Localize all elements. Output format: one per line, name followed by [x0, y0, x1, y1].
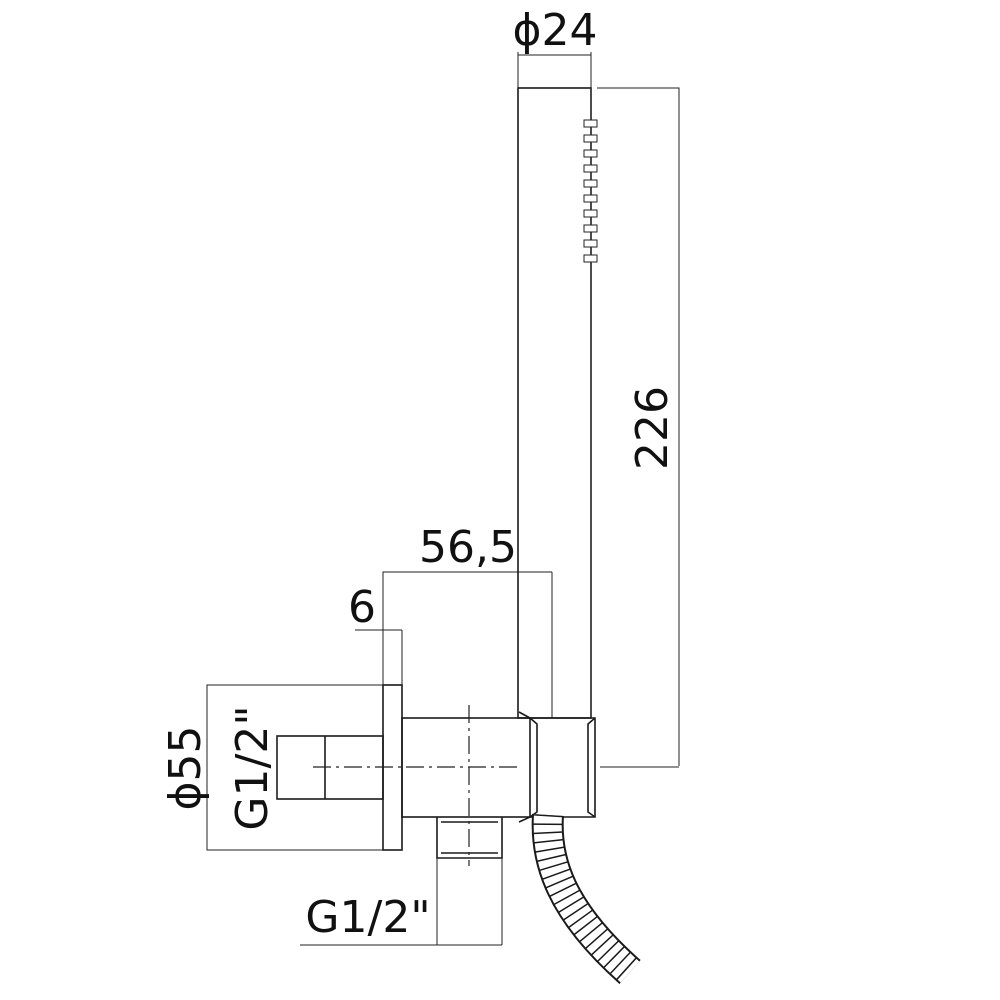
nozzle	[583, 224, 598, 233]
nozzle	[583, 119, 598, 128]
dim-handset-diameter: ϕ24	[512, 5, 597, 56]
dim-inlet-thread: G1/2"	[227, 705, 278, 830]
nozzle	[583, 209, 598, 218]
dim-handset-length: 226	[627, 386, 678, 470]
dim-flange-thickness: 6	[348, 582, 376, 633]
nozzle	[583, 149, 598, 158]
dim-outlet-thread: G1/2"	[305, 892, 430, 943]
nozzle	[583, 179, 598, 188]
nozzle	[583, 254, 598, 263]
spray-nozzles	[583, 88, 598, 718]
nozzle	[583, 239, 598, 248]
nozzle	[583, 194, 598, 203]
handset	[517, 87, 598, 719]
hose	[531, 813, 641, 984]
nozzle	[583, 134, 598, 143]
dim-flange-diameter: ϕ55	[160, 725, 211, 810]
nozzle	[583, 164, 598, 173]
dim-projection: 56,5	[419, 522, 517, 573]
wall-elbow	[276, 684, 679, 866]
dimension-lines	[206, 52, 680, 946]
